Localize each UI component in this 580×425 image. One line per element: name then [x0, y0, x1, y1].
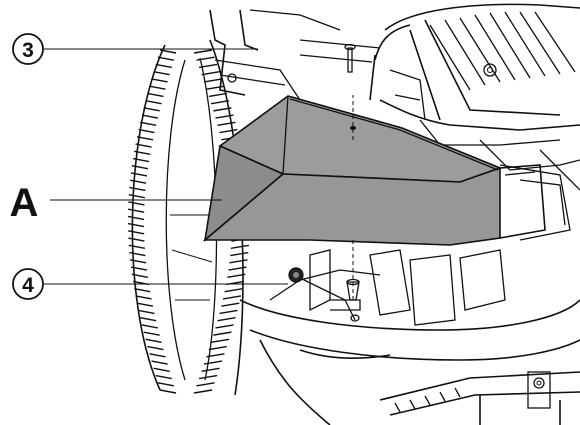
tread-block: [134, 288, 151, 293]
tread-block: [131, 165, 149, 170]
tread-block: [141, 324, 159, 329]
tread-block: [143, 331, 160, 336]
tread-block: [135, 143, 152, 148]
tread-block: [140, 316, 157, 322]
tread-block: [196, 56, 215, 61]
tread-block: [230, 251, 249, 257]
tread-block: [151, 78, 168, 83]
tread-block: [206, 85, 225, 90]
tread-block: [201, 71, 220, 76]
tread-block: [128, 237, 145, 242]
tread-block: [222, 295, 242, 300]
tread-block: [127, 215, 145, 221]
tread-block: [211, 99, 230, 105]
tread-block: [143, 107, 160, 112]
tread-block: [132, 157, 150, 163]
cover-front-face: [202, 166, 501, 246]
tread-block: [149, 85, 166, 90]
tread-block: [147, 92, 164, 98]
tread-block: [228, 266, 247, 271]
tread-block: [217, 316, 236, 322]
tread-block: [229, 259, 248, 264]
tread-block: [128, 193, 146, 199]
tread-block: [127, 222, 145, 228]
tread-block: [153, 71, 170, 76]
tread-block: [159, 49, 177, 54]
tread-block: [157, 56, 174, 61]
tread-block: [193, 389, 213, 394]
tread-block: [141, 114, 159, 119]
tread-block: [155, 63, 172, 69]
callout-3: 3: [12, 33, 44, 65]
tread-block: [130, 172, 148, 177]
tread-block: [221, 302, 240, 307]
tread-block: [128, 208, 145, 213]
engine: [249, 3, 580, 241]
tread-block: [130, 259, 147, 264]
tread-block: [136, 136, 154, 141]
tread-block: [196, 382, 215, 387]
tread-block: [129, 251, 146, 257]
callout-4: 4: [12, 268, 44, 300]
tread-block: [145, 338, 162, 344]
tread-block: [140, 121, 157, 127]
tread-block: [147, 345, 164, 351]
tread-block: [128, 244, 146, 250]
tread-block: [219, 309, 238, 315]
tread-block: [136, 302, 154, 307]
tread-block: [213, 107, 232, 112]
tread-block: [128, 201, 145, 206]
mulching-cover: [202, 95, 546, 246]
tread-block: [193, 49, 213, 54]
mower-deck: [239, 249, 580, 425]
handle-bracket: [209, 9, 356, 101]
tread-block: [129, 186, 146, 192]
tread-block: [198, 374, 218, 380]
tread-block: [153, 367, 170, 372]
tread-block: [134, 150, 151, 155]
tread-block: [145, 99, 162, 105]
tread-block: [213, 331, 232, 336]
tread-block: [155, 374, 172, 380]
tread-block: [219, 128, 238, 134]
tread-block: [224, 288, 243, 293]
tread-block: [159, 389, 177, 394]
callout-A-label: A: [10, 181, 39, 225]
tread-block: [130, 266, 148, 271]
tread-block: [230, 244, 250, 250]
tread-block: [138, 128, 155, 134]
tread-block: [211, 338, 230, 344]
callout-A: A: [10, 181, 39, 225]
tread-block: [128, 230, 145, 235]
tread-block: [215, 114, 234, 119]
tread-block: [203, 78, 223, 83]
tread-block: [151, 360, 168, 365]
tread-block: [208, 92, 227, 98]
tread-block: [149, 353, 166, 358]
tread-block: [157, 382, 174, 387]
tread-block: [130, 179, 147, 184]
tread-block: [131, 273, 149, 278]
tread-block: [227, 273, 246, 278]
tread-block: [138, 309, 155, 315]
tread-block: [201, 367, 220, 372]
lower-fastener: [288, 95, 361, 322]
tread-block: [215, 324, 234, 329]
tread-block: [217, 121, 236, 127]
tread-block: [203, 360, 223, 365]
callout-3-label: 3: [22, 39, 34, 62]
tread-block: [135, 295, 152, 300]
tread-block: [208, 345, 227, 351]
callout-4-label: 4: [22, 274, 34, 297]
